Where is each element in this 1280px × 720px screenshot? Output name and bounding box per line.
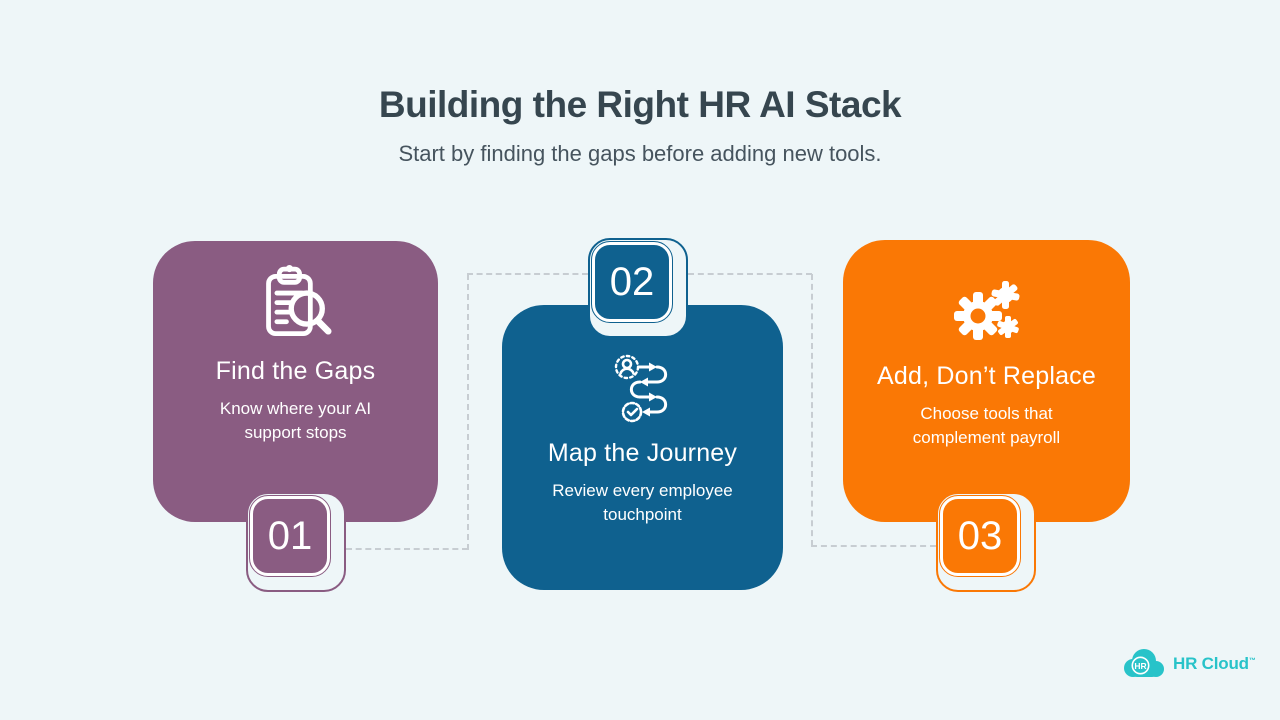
step-title: Find the Gaps	[215, 357, 376, 385]
step-number: 02	[591, 241, 673, 323]
header: Building the Right HR AI Stack Start by …	[0, 0, 1280, 167]
connector-segment	[346, 548, 468, 550]
cloud-icon: HR	[1122, 648, 1166, 679]
connector-segment	[467, 273, 588, 275]
logo-monogram: HR	[1134, 661, 1146, 671]
gears-icon	[951, 280, 1023, 344]
journey-map-icon	[609, 353, 677, 423]
step-number-badge-01: 01	[246, 492, 346, 592]
hrcloud-logo: HR HR Cloud™	[1122, 648, 1256, 679]
step-title: Add, Don’t Replace	[876, 362, 1096, 390]
connector-segment	[467, 274, 469, 550]
step-number: 01	[249, 495, 331, 577]
step-title: Map the Journey	[547, 439, 738, 467]
step-description: Know where your AI support stops	[219, 399, 372, 443]
step-card-map-the-journey: Map the Journey Review every employee to…	[502, 305, 783, 590]
step-card-find-the-gaps: Find the Gaps Know where your AI support…	[153, 241, 438, 522]
step-number-badge-03: 03	[936, 492, 1036, 592]
clipboard-search-icon	[253, 263, 339, 347]
trademark-symbol: ™	[1248, 656, 1256, 664]
step-description: Review every employee touchpoint	[552, 481, 733, 525]
connector-segment	[811, 545, 936, 547]
step-card-add-dont-replace: Add, Don’t Replace Choose tools that com…	[843, 240, 1130, 522]
connector-segment	[688, 273, 812, 275]
step-description: Choose tools that complement payroll	[912, 404, 1061, 448]
infographic-subtitle: Start by finding the gaps before adding …	[398, 141, 882, 166]
step-number: 03	[939, 495, 1021, 577]
connector-segment	[811, 274, 813, 546]
step-number-badge-02: 02	[588, 238, 688, 338]
infographic-title: Building the Right HR AI Stack	[378, 84, 902, 125]
logo-wordmark: HR Cloud™	[1173, 653, 1256, 673]
